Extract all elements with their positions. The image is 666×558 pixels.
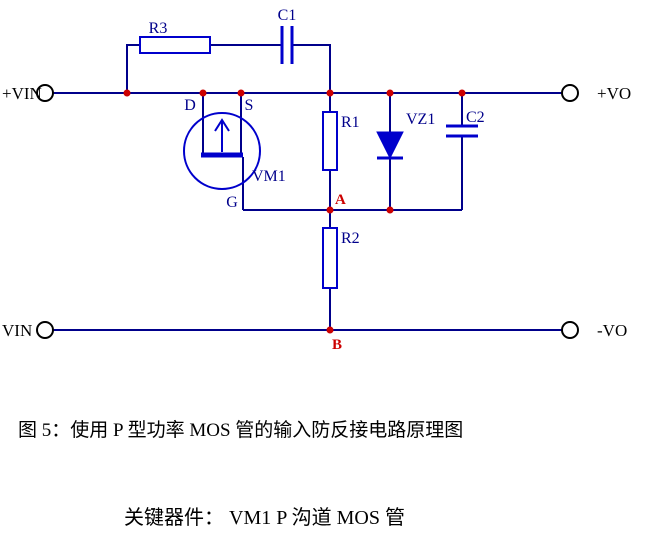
terminal-vin	[36, 321, 54, 339]
label-vz1: VZ1	[406, 111, 435, 128]
label-node-a: A	[335, 192, 346, 208]
label-drain: D	[184, 97, 196, 114]
key-components-note: 关键器件： VM1 P 沟道 MOS 管	[124, 507, 405, 529]
terminal-label-vo-plus: +VO	[597, 84, 631, 103]
terminal-label-vin: VIN	[2, 321, 32, 340]
terminal-label-vo-minus: -VO	[597, 321, 627, 340]
wire-c1-to-rail	[292, 44, 331, 93]
capacitor-c1	[280, 26, 294, 64]
label-node-b: B	[332, 337, 342, 353]
labels: +VIN +VO VIN -VO R3 C1 R1 R2 VZ1 C2 D S …	[2, 7, 631, 353]
junction-dot	[123, 89, 131, 97]
terminals	[36, 84, 579, 339]
junction-dot	[386, 89, 394, 97]
wires	[53, 44, 562, 331]
terminal-vin-plus	[36, 84, 54, 102]
mosfet-vm1	[183, 112, 261, 190]
label-c1: C1	[278, 7, 297, 24]
resistor-r3	[139, 36, 211, 54]
label-r2: R2	[341, 230, 360, 247]
junction-dot	[458, 89, 466, 97]
terminal-label-vin-plus: +VIN	[2, 84, 42, 103]
figure-caption: 图 5：使用 P 型功率 MOS 管的输入防反接电路原理图	[18, 415, 463, 442]
mosfet-body	[183, 112, 261, 190]
zener-diode-vz1	[376, 131, 404, 160]
junction-dot	[386, 206, 394, 214]
terminal-vo-minus	[561, 321, 579, 339]
junction-dots	[123, 89, 466, 334]
terminal-vo-plus	[561, 84, 579, 102]
wire-branch-left	[126, 44, 140, 93]
resistor-r1	[322, 111, 338, 171]
label-r3: R3	[149, 20, 168, 37]
mosfet-arrow-head	[214, 118, 230, 132]
figure-number: 图 5：	[18, 420, 71, 441]
label-vm1: VM1	[252, 168, 286, 185]
label-r1: R1	[341, 114, 360, 131]
junction-dot-node-b	[326, 326, 334, 334]
figure-caption-text: 使用 P 型功率 MOS 管的输入防反接电路原理图	[70, 420, 464, 441]
junction-dot	[326, 89, 334, 97]
label-c2: C2	[466, 109, 485, 126]
junction-dot	[237, 89, 245, 97]
junction-dot-node-a	[326, 206, 334, 214]
resistor-r2	[322, 227, 338, 289]
label-source: S	[245, 97, 254, 114]
capacitor-c2	[446, 124, 478, 138]
label-gate: G	[226, 194, 238, 211]
junction-dot	[199, 89, 207, 97]
